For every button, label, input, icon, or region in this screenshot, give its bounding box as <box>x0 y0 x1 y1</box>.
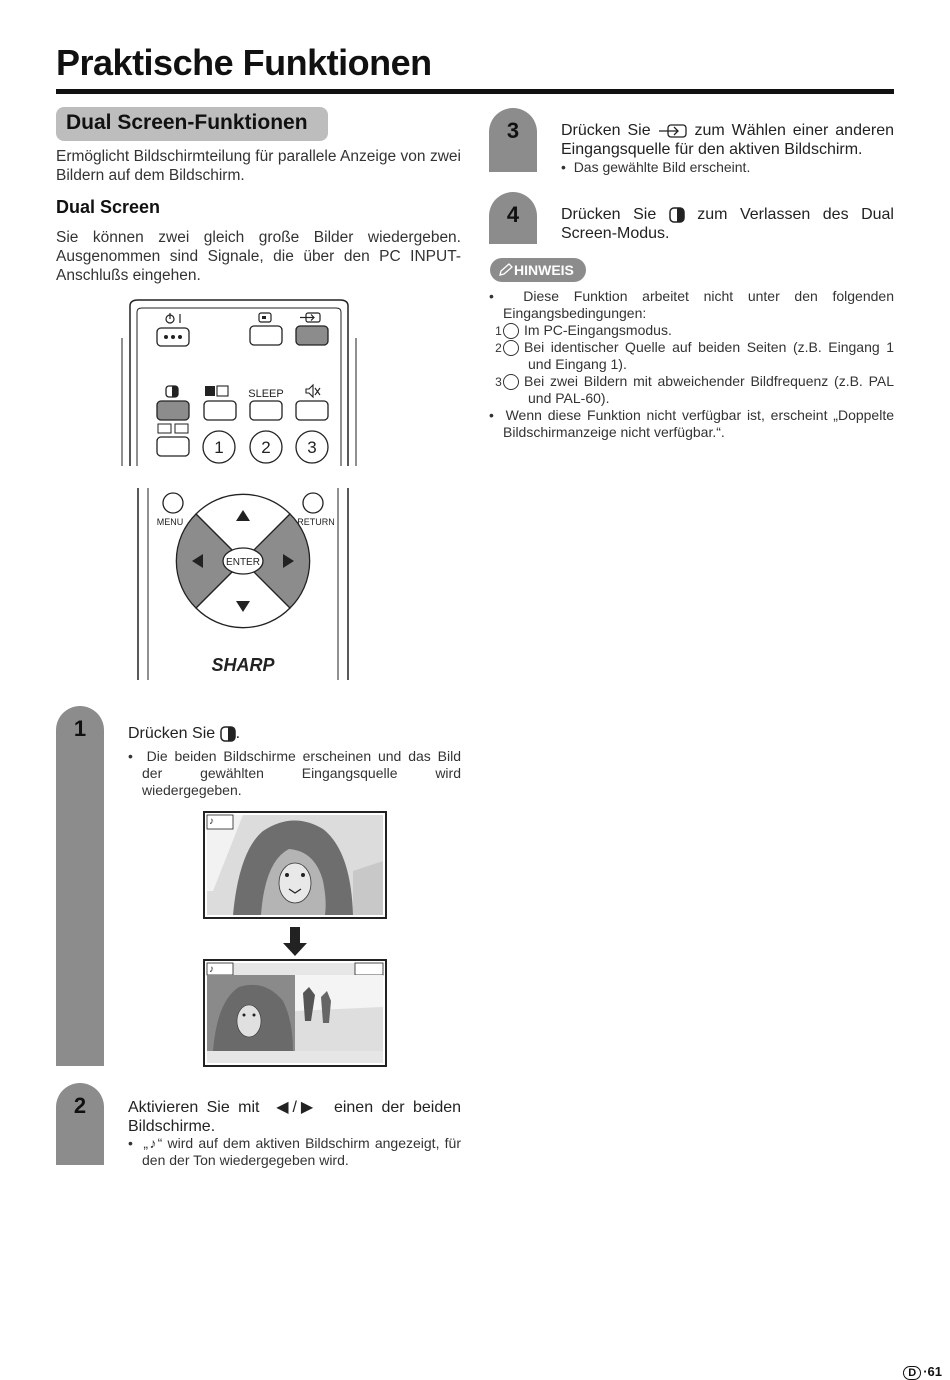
section-heading: Dual Screen-Funktionen <box>56 107 328 141</box>
display-icon <box>258 312 272 323</box>
lion-image-large <box>233 820 383 915</box>
note-icon: ♪ <box>148 1135 158 1151</box>
wide-button <box>156 436 190 457</box>
note-item-1: • Diese Funktion arbeitet nicht unter de… <box>489 288 894 321</box>
dpad-right <box>242 513 311 609</box>
freeze-icon <box>205 385 229 397</box>
page-number: D·61 <box>903 1364 942 1380</box>
title-rule <box>56 89 894 94</box>
input-icon <box>658 124 687 138</box>
down-arrow-icon <box>236 601 250 612</box>
section-intro: Ermöglicht Bildschirmteilung für paralle… <box>56 148 461 184</box>
step-1-bar <box>56 706 104 1066</box>
display-button <box>249 325 283 346</box>
page-title: Praktische Funktionen <box>56 42 432 83</box>
sleep-label: SLEEP <box>248 388 283 400</box>
step-3-number: 3 <box>506 118 520 143</box>
wide-icon <box>157 423 189 434</box>
step-1-bullet: • Die beiden Bildschirme erscheinen und … <box>128 748 461 798</box>
step-4-text: Drücken Sie zum Verlassen des Dual Scree… <box>561 206 894 242</box>
step-3-text: Drücken Sie zum Wählen einer anderen Ein… <box>561 122 894 158</box>
remote-top-illustration: SLEEP 1 2 3 <box>121 299 357 466</box>
step-2-bullet: • „♪“ wird auf dem aktiven Bildschirm an… <box>128 1135 462 1168</box>
input-button <box>295 325 329 346</box>
step-2-bar <box>56 1083 104 1165</box>
dual-screen-icon <box>165 385 179 398</box>
step-1-number: 1 <box>73 716 87 741</box>
number-3-button <box>295 430 329 464</box>
svg-text:♪: ♪ <box>209 816 214 827</box>
screen-illustrations: ♪ ♪ <box>203 811 387 1067</box>
mute-icon <box>305 383 321 399</box>
svg-text:ENTER: ENTER <box>226 557 260 568</box>
up-arrow-icon <box>236 510 250 521</box>
svg-text:3: 3 <box>307 438 316 457</box>
power-icon <box>165 313 181 324</box>
svg-text:MENU: MENU <box>157 517 184 527</box>
right-arrow-icon <box>283 554 294 568</box>
dpad-left <box>175 513 244 609</box>
step-1-text: Drücken Sie . <box>128 725 241 742</box>
dual-screen-icon <box>668 207 685 223</box>
step-3-bullet: • Das gewählte Bild erscheint. <box>561 159 751 175</box>
step-4-number: 4 <box>506 202 520 227</box>
dual-screen-description: Sie können zwei gleich große Bilder wied… <box>56 229 461 284</box>
dual-screen-icon <box>219 726 236 742</box>
remote-bottom-illustration: MENU RETURN ENTER SHARP <box>137 488 349 680</box>
sleep-button <box>249 400 283 421</box>
mute-button <box>295 400 329 421</box>
svg-text:RETURN: RETURN <box>297 517 335 527</box>
pencil-icon <box>499 263 513 276</box>
svg-text:1: 1 <box>214 438 223 457</box>
step-4-bar <box>489 192 537 244</box>
left-right-arrow-icon: ◀/▶ <box>276 1099 318 1116</box>
menu-button <box>162 492 184 514</box>
step-2-number: 2 <box>73 1093 87 1118</box>
svg-text:♪: ♪ <box>209 964 214 975</box>
number-1-button <box>202 430 236 464</box>
left-arrow-icon <box>192 554 203 568</box>
dual-screen-button <box>156 400 190 421</box>
enter-button <box>222 547 264 575</box>
subheading-dual-screen: Dual Screen <box>56 197 161 217</box>
svg-text:2: 2 <box>261 438 270 457</box>
down-arrow-icon <box>283 943 307 956</box>
dpad-down <box>195 560 291 629</box>
input-icon <box>300 312 321 323</box>
number-2-button <box>249 430 283 464</box>
freeze-button <box>203 400 237 421</box>
step-3-bar <box>489 108 537 172</box>
step-2-text: Aktivieren Sie mit ◀/▶ einen der beiden … <box>128 1099 462 1135</box>
dpad-up <box>195 493 291 562</box>
return-button <box>302 492 324 514</box>
sharp-logo: SHARP <box>211 655 275 675</box>
note-badge: HINWEIS <box>490 258 586 282</box>
note-item-2: • Wenn diese Funktion nicht verfügbar is… <box>489 407 895 440</box>
